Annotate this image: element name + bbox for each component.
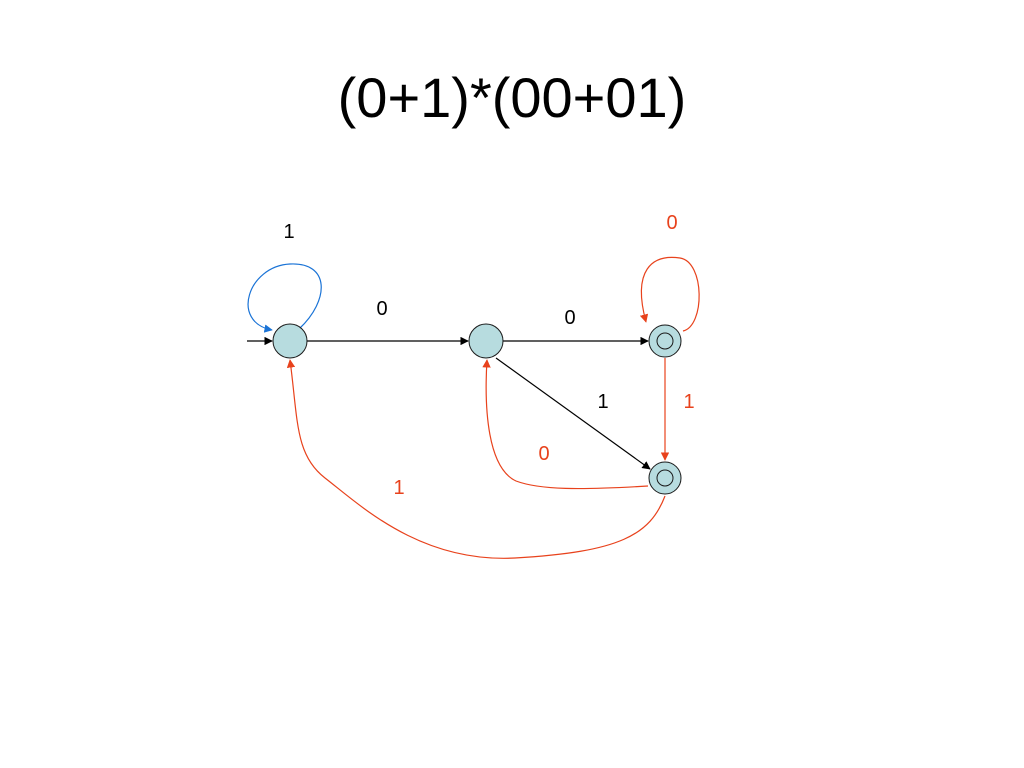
label-q0-q1: 0	[376, 298, 387, 320]
state-q1	[468, 323, 504, 359]
page-title: (0+1)*(00+01)	[337, 66, 687, 129]
label-q2-loop: 0	[666, 212, 677, 234]
state-q2	[648, 324, 682, 358]
edge-q2-loop	[639, 256, 700, 332]
label-q1-q2: 0	[564, 307, 575, 329]
edge-q3-q0	[286, 359, 666, 559]
label-q3-q1: 0	[538, 443, 549, 465]
edge-q0-loop	[247, 263, 322, 333]
label-q0-loop: 1	[283, 221, 294, 243]
state-q0	[272, 323, 308, 359]
accepting-ring	[656, 332, 674, 350]
label-q1-q3: 1	[597, 391, 608, 413]
edge-q1-q3	[495, 357, 651, 470]
edge-q3-q1	[482, 359, 649, 490]
state-q3	[648, 461, 682, 495]
label-q3-q0: 1	[393, 477, 404, 499]
label-q2-q3: 1	[683, 391, 694, 413]
accepting-ring	[656, 469, 674, 487]
